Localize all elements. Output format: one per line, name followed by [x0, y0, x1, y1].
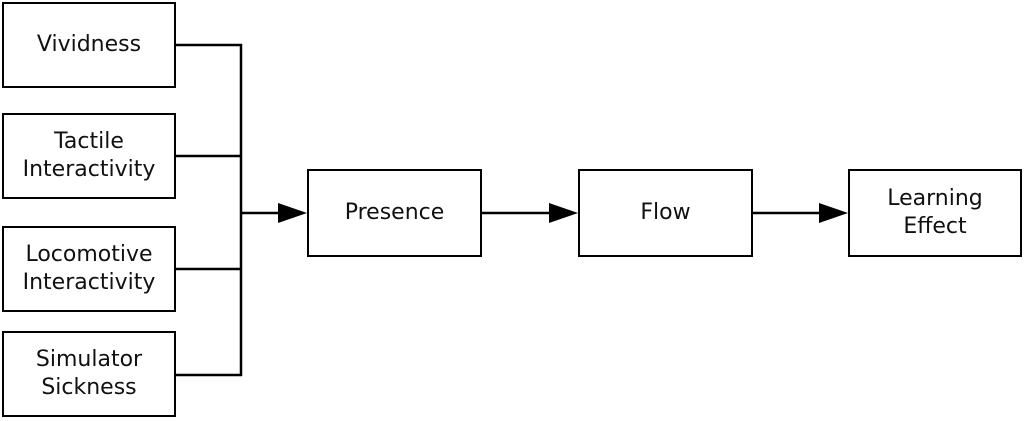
- node-simulator-sickness: Simulator Sickness: [2, 331, 176, 417]
- arrow-inputs-to-presence: [241, 203, 307, 223]
- node-locomotive-label-line2: Interactivity: [22, 270, 156, 295]
- node-flow-label: Flow: [640, 200, 691, 225]
- node-presence-label: Presence: [344, 200, 445, 225]
- node-flow: Flow: [578, 169, 753, 257]
- arrow-presence-to-flow: [482, 203, 578, 223]
- node-simulator-label-line1: Simulator: [35, 347, 143, 372]
- node-tactile-label-line2: Interactivity: [22, 157, 156, 182]
- node-learning-label-line2: Effect: [903, 214, 967, 239]
- node-simulator-label-line2: Sickness: [41, 375, 137, 400]
- node-learning-label-line1: Learning: [887, 186, 983, 211]
- node-locomotive-interactivity: Locomotive Interactivity: [2, 226, 176, 312]
- node-presence: Presence: [307, 169, 482, 257]
- arrow-flow-to-learning: [753, 203, 848, 223]
- node-locomotive-label-line1: Locomotive: [25, 242, 153, 267]
- node-vividness-label: Vividness: [36, 32, 142, 57]
- node-learning-effect: Learning Effect: [848, 169, 1022, 257]
- node-vividness: Vividness: [2, 2, 176, 88]
- node-tactile-interactivity: Tactile Interactivity: [2, 113, 176, 199]
- node-tactile-label-line1: Tactile: [54, 129, 124, 154]
